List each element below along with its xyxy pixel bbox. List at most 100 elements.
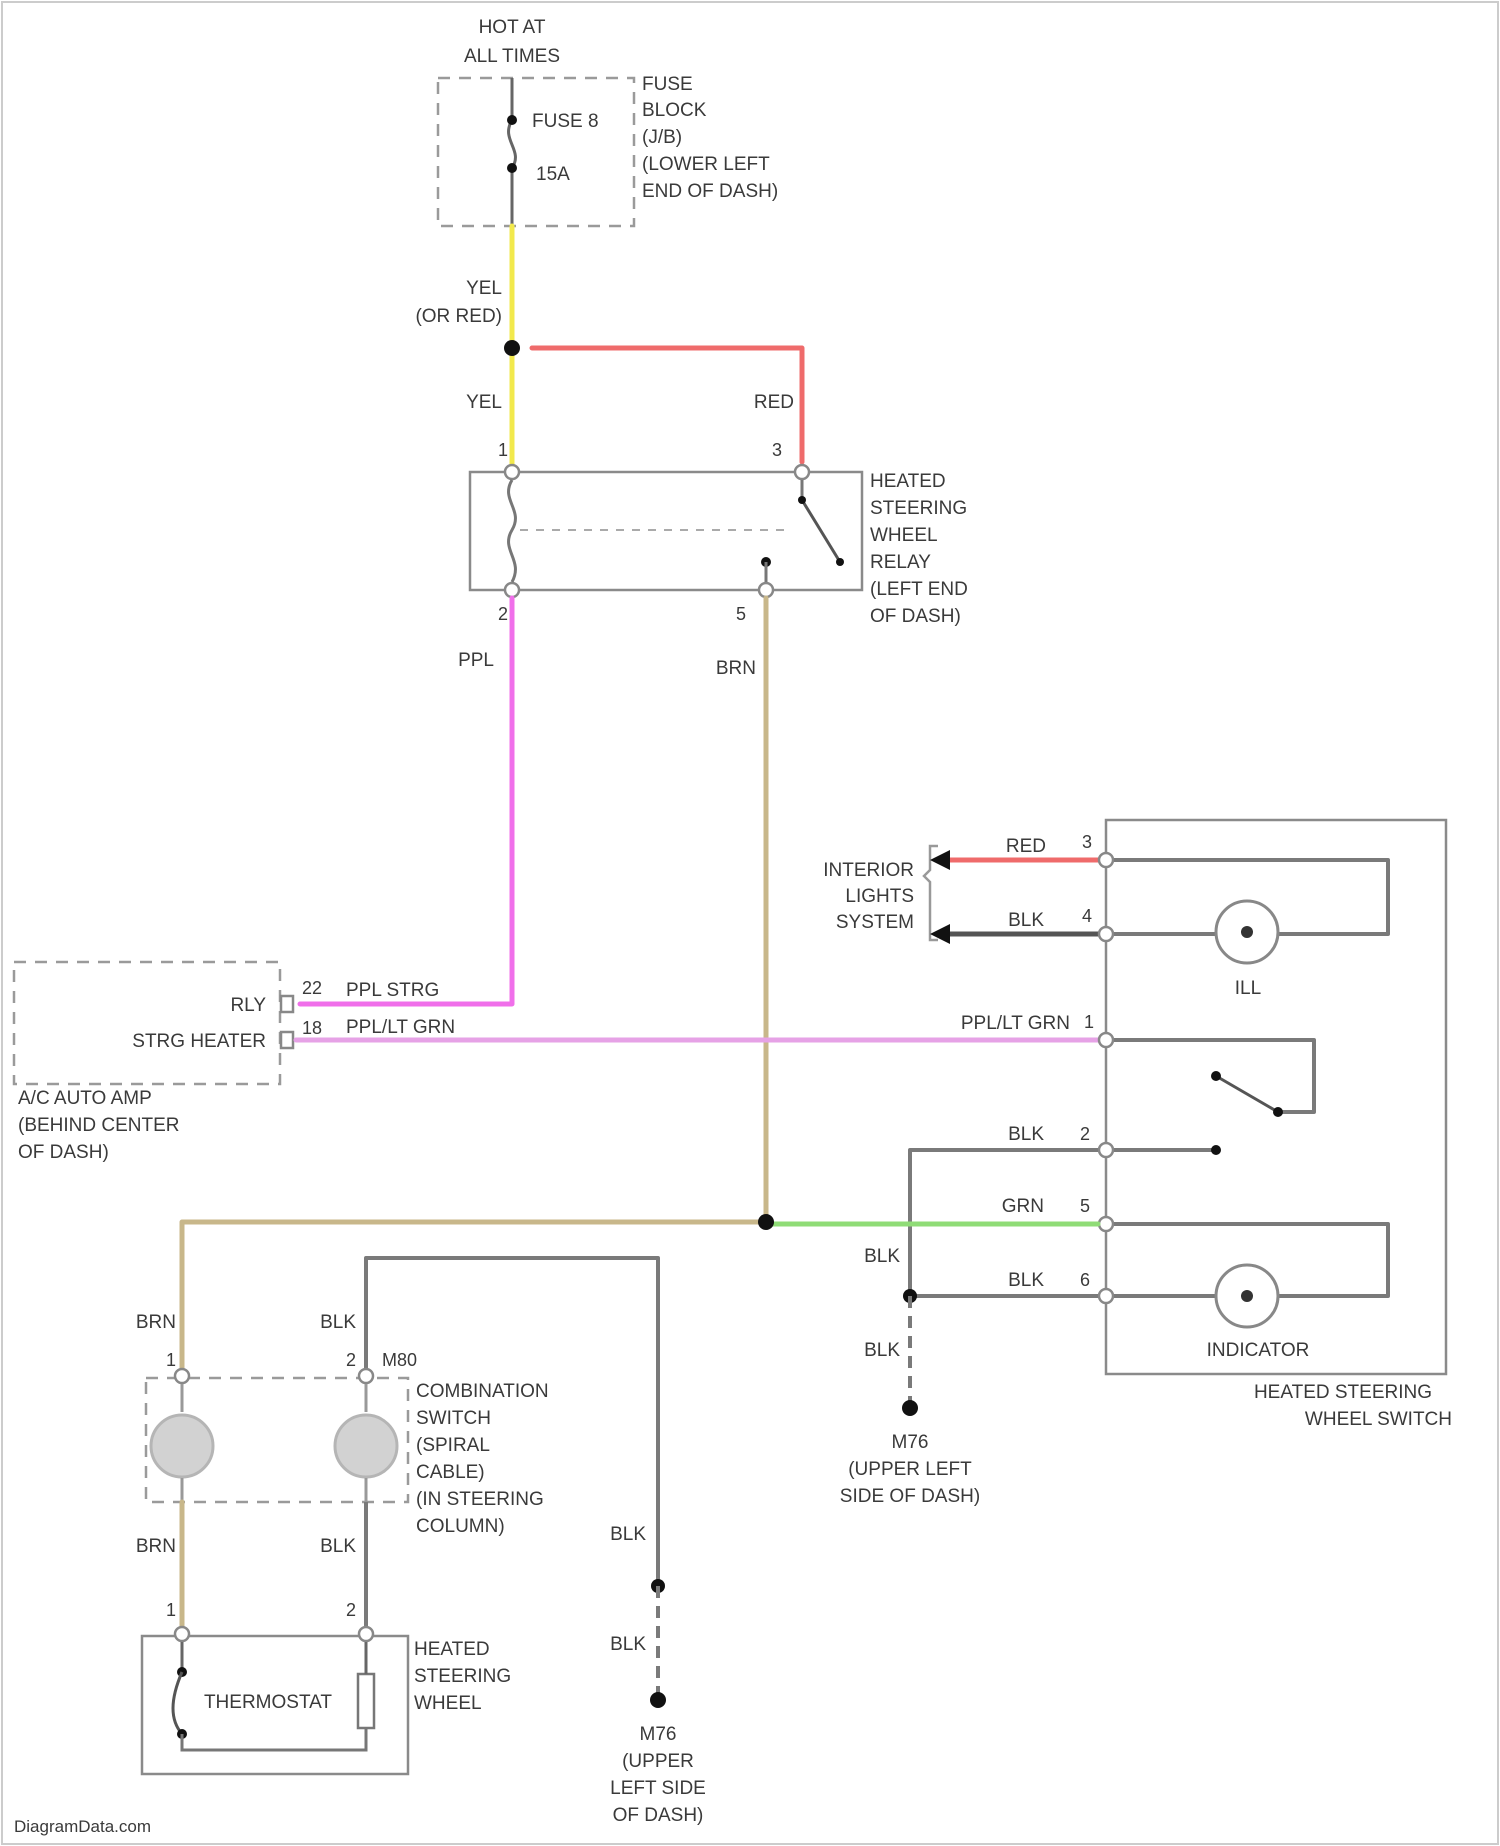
switch-pin-1: 1 xyxy=(1084,1012,1094,1032)
fuse-block-line3: (J/B) xyxy=(642,127,682,148)
heater-element-icon xyxy=(358,1674,374,1728)
indicator-lamp-filament xyxy=(1241,1290,1253,1302)
switch-terminal-1 xyxy=(1099,1033,1113,1047)
wire-label-yel-or-red-2: (OR RED) xyxy=(415,306,502,327)
relay-contact-pivot xyxy=(798,496,806,504)
ground-1-line2: SIDE OF DASH) xyxy=(840,1486,980,1507)
ac-amp-pin-22: 22 xyxy=(302,978,322,998)
relay-label-line5: (LEFT END xyxy=(870,579,968,600)
ac-amp-outline xyxy=(14,962,280,1084)
wire-label-blk-6: BLK xyxy=(1008,1270,1044,1291)
ac-amp-terminal-18 xyxy=(281,1032,293,1048)
thermostat-label: THERMOSTAT xyxy=(204,1692,332,1713)
wire-label-brn: BRN xyxy=(716,658,756,679)
switch-pin-3: 3 xyxy=(1082,832,1092,852)
ground-2-line1: (UPPER xyxy=(622,1751,694,1772)
steering-wheel-label-line3: WHEEL xyxy=(414,1693,482,1714)
fuse-name: FUSE 8 xyxy=(532,111,599,132)
wheel-terminal-2 xyxy=(359,1627,373,1641)
wire-label-red: RED xyxy=(754,392,794,413)
switch-terminal-3 xyxy=(1099,853,1113,867)
wire-label-ppl-strg: PPL STRG xyxy=(346,980,439,1001)
wire-label-blk-2: BLK xyxy=(1008,1124,1044,1145)
switch-terminal-5 xyxy=(1099,1217,1113,1231)
ground-2-line3: OF DASH) xyxy=(613,1805,704,1826)
wheel-terminal-1 xyxy=(175,1627,189,1641)
switch-label-line2: WHEEL SWITCH xyxy=(1305,1409,1452,1430)
switch-pin-5: 5 xyxy=(1080,1196,1090,1216)
interior-lights-line3: SYSTEM xyxy=(836,912,914,933)
switch-pin-6: 6 xyxy=(1080,1270,1090,1290)
relay-label-line1: HEATED xyxy=(870,471,946,492)
ground-1-icon xyxy=(902,1400,918,1416)
combo-label-line1: COMBINATION xyxy=(416,1381,549,1402)
combo-pin-2: 2 xyxy=(346,1350,356,1370)
wire-label-blk-right: BLK xyxy=(610,1524,646,1545)
relay-terminal-5 xyxy=(759,583,773,597)
ac-amp-pin-18: 18 xyxy=(302,1018,322,1038)
ill-lamp-filament xyxy=(1241,926,1253,938)
fuse-block-outline xyxy=(438,78,634,226)
wire-label-brn-lower: BRN xyxy=(136,1536,176,1557)
spiral-cable-icon-1 xyxy=(151,1415,213,1477)
steering-wheel-label-line2: STEERING xyxy=(414,1666,511,1687)
interior-lights-line2: LIGHTS xyxy=(845,886,914,907)
switch-terminal-6 xyxy=(1099,1289,1113,1303)
interior-red-arrow xyxy=(930,850,950,870)
switch-contact-fixed xyxy=(1211,1145,1221,1155)
wire-label-blk-ground: BLK xyxy=(864,1340,900,1361)
wire-label-yel-or-red-1: YEL xyxy=(466,278,502,299)
relay-contact-arm xyxy=(802,500,840,562)
ground-2-icon xyxy=(650,1692,666,1708)
fuse-block-line1: FUSE xyxy=(642,74,693,95)
combo-connector-id: M80 xyxy=(382,1350,417,1370)
combo-label-line5: (IN STEERING xyxy=(416,1489,544,1510)
wire-label-blk-lower: BLK xyxy=(320,1536,356,1557)
fuse-block-line2: BLOCK xyxy=(642,100,707,121)
relay-coil xyxy=(509,480,516,582)
combo-label-line2: SWITCH xyxy=(416,1408,491,1429)
relay-pin-5: 5 xyxy=(736,604,746,624)
relay-label-line6: OF DASH) xyxy=(870,606,961,627)
wheel-pin-2: 2 xyxy=(346,1600,356,1620)
fuse-terminal-top xyxy=(507,115,517,125)
switch-contact-arm xyxy=(1216,1076,1278,1112)
relay-label-line3: WHEEL xyxy=(870,525,938,546)
combo-label-line3: (SPIRAL xyxy=(416,1435,490,1456)
ac-amp-label-line2: (BEHIND CENTER xyxy=(18,1115,180,1136)
wire-label-blk-interior: BLK xyxy=(1008,910,1044,931)
relay-contact-end xyxy=(836,558,844,566)
wire-label-yel: YEL xyxy=(466,392,502,413)
power-source-line2: ALL TIMES xyxy=(464,46,560,67)
switch-contact-pivot xyxy=(1211,1071,1221,1081)
power-source-line1: HOT AT xyxy=(479,17,546,38)
switch-label-line1: HEATED STEERING xyxy=(1254,1382,1432,1403)
indicator-label: INDICATOR xyxy=(1207,1340,1310,1361)
combo-label-line4: CABLE) xyxy=(416,1462,485,1483)
wire-label-blk-top: BLK xyxy=(320,1312,356,1333)
splice-yel-red xyxy=(504,340,520,356)
combo-pin-1: 1 xyxy=(166,1350,176,1370)
ac-amp-label-line3: OF DASH) xyxy=(18,1142,109,1163)
relay-terminal-2 xyxy=(505,583,519,597)
relay-terminal-1 xyxy=(505,465,519,479)
wheel-pin-1: 1 xyxy=(166,1600,176,1620)
relay-label-line4: RELAY xyxy=(870,552,931,573)
thermostat-icon xyxy=(173,1672,182,1734)
ground-1-id: M76 xyxy=(892,1432,929,1453)
ac-amp-rly: RLY xyxy=(230,995,266,1016)
relay-pin-2: 2 xyxy=(498,604,508,624)
switch-terminal-2 xyxy=(1099,1143,1113,1157)
ground-2-line2: LEFT SIDE xyxy=(610,1778,706,1799)
wire-label-ppl: PPL xyxy=(458,650,494,671)
relay-pin-3: 3 xyxy=(772,440,782,460)
wire-label-ppl-lt-grn-sw: PPL/LT GRN xyxy=(961,1013,1070,1034)
combo-terminal-2-top xyxy=(359,1369,373,1383)
fuse-block-line4: (LOWER LEFT xyxy=(642,154,770,175)
relay-pin-1: 1 xyxy=(498,440,508,460)
switch-contact-end xyxy=(1273,1107,1283,1117)
wire-label-grn-5: GRN xyxy=(1002,1196,1044,1217)
ground-1-line1: (UPPER LEFT xyxy=(848,1459,972,1480)
interior-lights-line1: INTERIOR xyxy=(823,860,914,881)
